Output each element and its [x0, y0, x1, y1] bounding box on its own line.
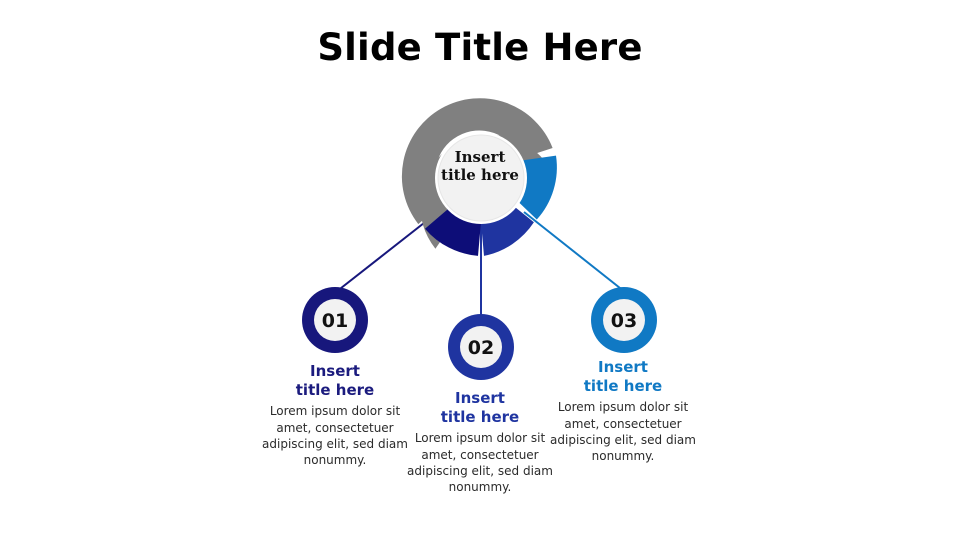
- column-01-heading-line2: title here: [295, 381, 375, 400]
- node-circle-02[interactable]: [448, 314, 514, 380]
- column-02-heading-line2: title here: [440, 408, 520, 427]
- hub-inner-disc: [437, 134, 525, 222]
- connector-line-03: [523, 211, 626, 293]
- column-03-heading-line1: Insert: [598, 358, 648, 376]
- column-01-heading-line1: Insert: [310, 362, 360, 380]
- connector-line-01: [335, 211, 439, 293]
- content-column-03: Insert title here Lorem ipsum dolor sit …: [543, 358, 703, 464]
- page-title: Slide Title Here: [317, 26, 643, 69]
- column-03-heading: Insert title here: [543, 358, 703, 396]
- column-02-heading: Insert title here: [400, 389, 560, 427]
- hub-donut: [401, 98, 557, 256]
- segment-blue-arc: [481, 202, 534, 256]
- content-column-02: Insert title here Lorem ipsum dolor sit …: [400, 389, 560, 495]
- column-03-heading-line2: title here: [583, 377, 663, 396]
- node-01-face: [314, 299, 356, 341]
- node-02-face: [460, 326, 502, 368]
- node-circle-03[interactable]: [591, 287, 657, 353]
- column-03-body: Lorem ipsum dolor sit amet, consectetuer…: [550, 400, 696, 463]
- content-column-01: Insert title here Lorem ipsum dolor sit …: [255, 362, 415, 468]
- segment-gray-arc: [401, 98, 553, 225]
- column-02-heading-line1: Insert: [455, 389, 505, 407]
- node-03-face: [603, 299, 645, 341]
- column-01-heading: Insert title here: [255, 362, 415, 400]
- node-circle-01[interactable]: [302, 287, 368, 353]
- column-02-body: Lorem ipsum dolor sit amet, consectetuer…: [407, 431, 553, 494]
- column-01-body: Lorem ipsum dolor sit amet, consectetuer…: [262, 404, 408, 467]
